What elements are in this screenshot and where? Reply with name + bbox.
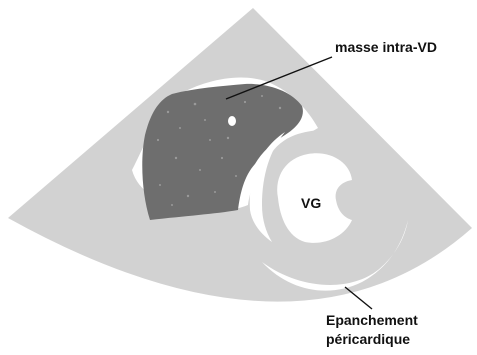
mass-bright-spot (228, 116, 236, 126)
mass-label: masse intra-VD (335, 39, 437, 55)
effusion-label-line2: péricardique (326, 331, 410, 347)
left-ventricle-label: VG (301, 195, 321, 211)
effusion-label-line1: Epanchement (326, 312, 418, 328)
